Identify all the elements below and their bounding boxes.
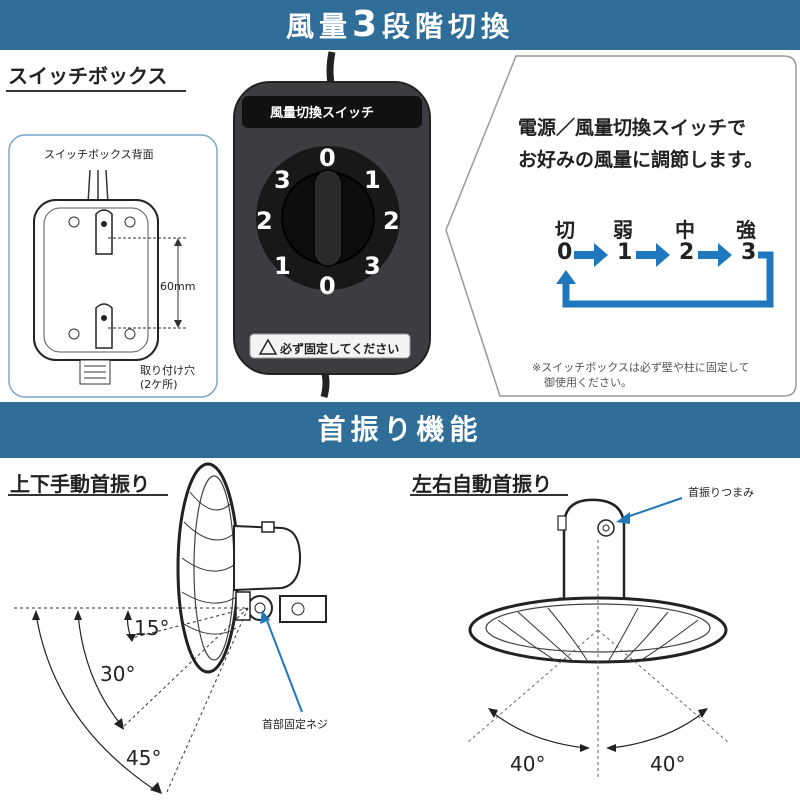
callout-panel xyxy=(445,55,797,397)
switch-box-title-underline xyxy=(6,90,186,92)
dial-number-1-left: 1 xyxy=(274,252,291,280)
banner-oscillation: 首振り機能 xyxy=(0,402,800,458)
auto-swivel-diagram xyxy=(467,497,729,780)
switch-back-diagram xyxy=(8,134,218,398)
swivel-angle-right: 40° xyxy=(650,752,686,776)
switch-box-front xyxy=(233,51,431,398)
speed-num-2: 2 xyxy=(679,240,695,265)
speed-num-1: 1 xyxy=(617,240,633,265)
speed-num-0: 0 xyxy=(557,240,573,265)
mounting-note: ※スイッチボックスは必ず壁や柱に固定して 御使用ください。 xyxy=(532,360,782,390)
dial-number-bottom: 0 xyxy=(319,272,336,300)
banner-top-prefix: 風量 xyxy=(285,10,352,43)
dimension-label: 60mm xyxy=(160,280,196,293)
speed-label-high: 強 xyxy=(736,218,756,242)
description-line-1: 電源／風量切換スイッチで xyxy=(518,117,747,139)
angle-15: 15° xyxy=(134,616,170,640)
speed-num-3: 3 xyxy=(741,240,757,265)
neck-screw-label: 首部固定ネジ xyxy=(262,718,328,731)
speed-label-low: 弱 xyxy=(613,218,633,242)
speed-cycle-arrows xyxy=(556,243,774,308)
manual-tilt-title: 上下手動首振り xyxy=(10,472,150,496)
manual-tilt-diagram xyxy=(14,462,327,795)
swivel-knob-label: 首振りつまみ xyxy=(688,486,755,499)
banner-wind-speed: 風量3段階切換 xyxy=(0,0,800,50)
switch-box-label: 風量切換スイッチ xyxy=(270,106,375,121)
warning-text: 必ず固定してください xyxy=(280,342,400,356)
banner-top-suffix: 段階切換 xyxy=(382,10,515,43)
switch-box-title: スイッチボックス xyxy=(8,64,168,88)
dial-number-3-left: 3 xyxy=(274,166,291,194)
dial-number-2-right: 2 xyxy=(383,207,400,235)
note-line-2: 御使用ください。 xyxy=(544,376,632,389)
swivel-angle-left: 40° xyxy=(510,752,546,776)
dial-number-top: 0 xyxy=(319,144,336,172)
mounting-holes-label: 取り付け穴 xyxy=(140,364,195,377)
note-line-1: ※スイッチボックスは必ず壁や柱に固定して xyxy=(532,361,750,374)
angle-45: 45° xyxy=(126,746,162,770)
auto-swivel-title-underline xyxy=(410,494,568,496)
dial-number-1-right: 1 xyxy=(364,166,381,194)
mounting-holes-count: (2ケ所) xyxy=(140,378,178,391)
manual-tilt-title-underline xyxy=(8,494,168,496)
dial-number-3-right: 3 xyxy=(364,252,381,280)
banner-top-number: 3 xyxy=(351,4,383,45)
speed-label-mid: 中 xyxy=(675,218,695,242)
switch-back-label: スイッチボックス背面 xyxy=(44,148,154,161)
angle-30: 30° xyxy=(100,662,136,686)
speed-label-off: 切 xyxy=(555,218,575,242)
description-line-2: お好みの風量に調節します。 xyxy=(518,149,764,171)
dial-number-2-left: 2 xyxy=(256,207,273,235)
auto-swivel-title: 左右自動首振り xyxy=(412,472,552,496)
